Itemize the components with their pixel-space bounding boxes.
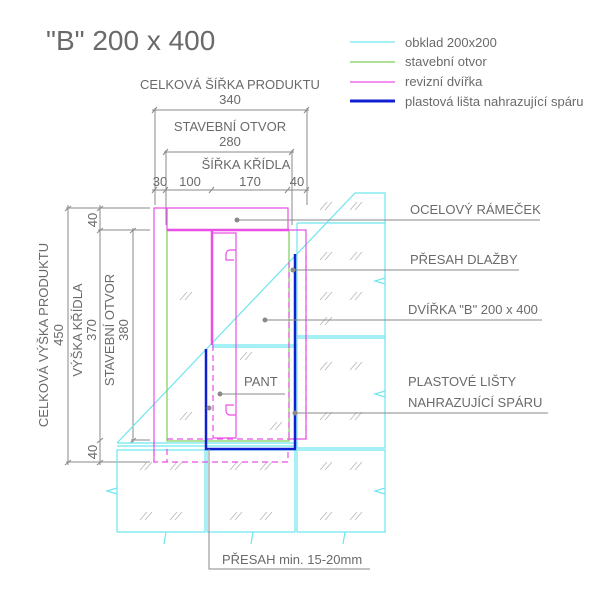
tile-hatch-mark <box>174 461 183 471</box>
callout-door: DVÍŘKA "B" 200 x 400 <box>408 302 538 317</box>
tile-hatch-mark <box>169 511 178 521</box>
tile-hatch-mark <box>319 291 328 301</box>
tiles <box>104 192 386 545</box>
opening-width-value: 280 <box>219 134 241 149</box>
tile-hatch-mark <box>354 291 363 301</box>
tile-hatch-mark <box>229 461 238 471</box>
door-assembly <box>153 207 307 463</box>
tile-hatch-mark <box>354 201 363 211</box>
opening-width-label: STAVEBNÍ OTVOR <box>174 119 286 134</box>
tile-hatch-mark <box>319 461 328 471</box>
callout-hinge: PANT <box>244 374 278 389</box>
tile-hatch-mark <box>354 251 363 261</box>
opening-height-value: 380 <box>116 319 131 341</box>
segment-value: 30 <box>153 174 167 189</box>
tile-hatch-mark <box>354 461 363 471</box>
tile-hatch-mark <box>234 511 243 521</box>
tile-hatch-mark <box>324 461 333 471</box>
opening-height-label: STAVEBNÍ OTVOR <box>102 274 117 386</box>
legend-label: obklad 200x200 <box>405 35 497 50</box>
tile-hatch-mark <box>349 201 358 211</box>
callout-frame: OCELOVÝ RÁMEČEK <box>410 202 541 217</box>
tile-hatch-mark <box>179 291 188 301</box>
drawing-title: "B" 200 x 400 <box>46 25 215 56</box>
hinge-icon <box>213 232 237 439</box>
tile-hatch-mark <box>349 461 358 471</box>
door-outline <box>289 229 307 440</box>
height-dimensions: CELKOVÁ VÝŠKA PRODUKTU 450 VÝŠKA KŘÍDLA … <box>36 205 150 466</box>
tile-hatch-mark <box>184 291 193 301</box>
tile-hatch-mark <box>139 461 148 471</box>
total-width-value: 340 <box>219 92 241 107</box>
callout-tile-overlap: PŘESAH DLAŽBY <box>410 252 518 267</box>
tile-hatch-mark <box>349 251 358 261</box>
tile-hatch-mark <box>349 291 358 301</box>
tile-hatch-mark <box>319 511 328 521</box>
tile-hatch-mark <box>144 461 153 471</box>
tile-hatch-mark <box>259 461 268 471</box>
legend: obklad 200x200 stavební otvor revizní dv… <box>350 35 583 109</box>
leaf-height-label: VÝŠKA KŘÍDLA <box>70 283 85 377</box>
tile-hatch-mark <box>169 461 178 471</box>
tile-hatch-mark <box>319 316 328 326</box>
legend-label: stavební otvor <box>405 54 487 69</box>
tile-hatch-mark <box>179 411 188 421</box>
plastic-strip <box>204 254 297 451</box>
callout-strips-line1: PLASTOVÉ LIŠTY <box>408 374 516 389</box>
total-width-label: CELKOVÁ ŠÍŘKA PRODUKTU <box>140 77 320 92</box>
tile-hatch-mark <box>324 251 333 261</box>
leaf-height-value: 370 <box>84 319 99 341</box>
segment-value: 100 <box>179 174 201 189</box>
tile-hatch-mark <box>274 421 283 431</box>
tile-hatch-mark <box>139 511 148 521</box>
callout-overlap-min: PŘESAH min. 15-20mm <box>222 552 362 567</box>
tile-hatch-mark <box>354 511 363 521</box>
width-dimensions: CELKOVÁ ŠÍŘKA PRODUKTU 340 STAVEBNÍ OTVO… <box>140 77 320 225</box>
tile-hatch-mark <box>229 511 238 521</box>
tile-hatch-mark <box>324 291 333 301</box>
tile-hatch-mark <box>324 511 333 521</box>
steel-frame <box>153 207 289 462</box>
tile-hatch-mark <box>319 361 328 371</box>
building-opening <box>166 229 290 442</box>
callout-strips-line2: NAHRAZUJÍCÍ SPÁRU <box>408 395 542 410</box>
tile-hatch-mark <box>349 511 358 521</box>
tile-hatch-mark <box>264 511 273 521</box>
tile-hatch-mark <box>269 421 278 431</box>
tile-hatch-mark <box>324 201 333 211</box>
tile-hatch-mark <box>144 511 153 521</box>
legend-label: revizní dvířka <box>405 74 483 89</box>
tile-hatch-mark <box>319 201 328 211</box>
leaf-width-label: ŠÍŘKA KŘÍDLA <box>202 157 291 172</box>
tile-hatch-mark <box>234 461 243 471</box>
callouts: OCELOVÝ RÁMEČEK PŘESAH DLAŽBY DVÍŘKA "B"… <box>206 202 548 570</box>
tile-hatch-mark <box>319 251 328 261</box>
total-height-value: 450 <box>51 324 66 346</box>
tile-hatch-mark <box>259 511 268 521</box>
legend-label: plastová lišta nahrazující spáru <box>405 94 583 109</box>
tile-hatch-mark <box>244 351 253 361</box>
bottom-offset-value: 40 <box>85 445 100 459</box>
tile-hatch-mark <box>349 361 358 371</box>
tile-hatch-mark <box>239 351 248 361</box>
tile-hatch-mark <box>324 361 333 371</box>
tile-hatch-mark <box>354 361 363 371</box>
tile-hatch-mark <box>174 511 183 521</box>
tile-hatch-mark <box>324 316 333 326</box>
tile-hatch-mark <box>184 411 193 421</box>
segment-value: 40 <box>290 174 304 189</box>
segment-value: 170 <box>239 174 261 189</box>
top-offset-value: 40 <box>85 213 100 227</box>
total-height-label: CELKOVÁ VÝŠKA PRODUKTU <box>36 243 51 427</box>
tile-hatch-mark <box>264 461 273 471</box>
